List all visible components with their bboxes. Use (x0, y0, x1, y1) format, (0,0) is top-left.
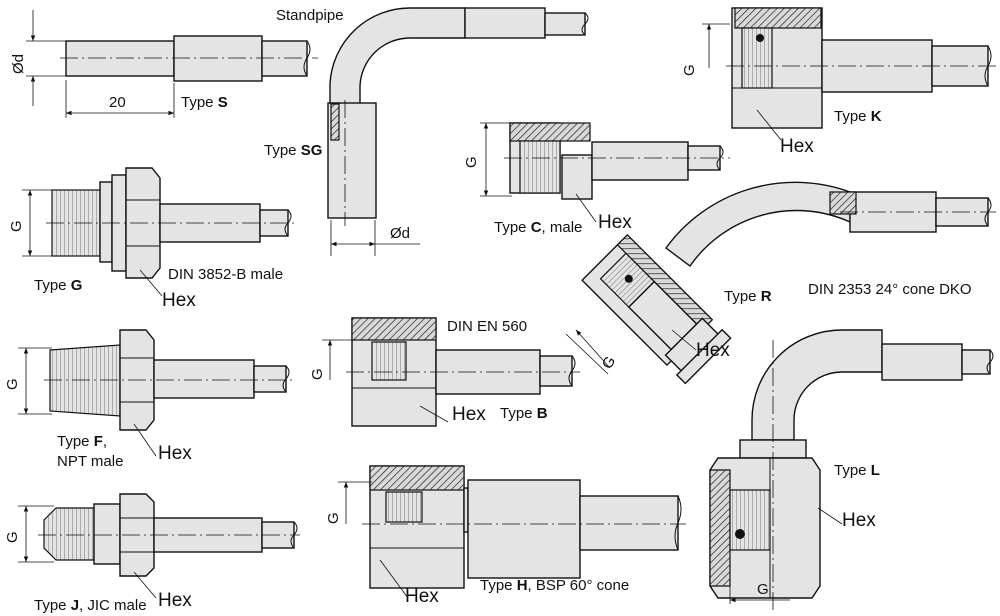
type-j-label: Type J, JIC male (34, 597, 147, 614)
type-b-label: Type B (500, 405, 548, 422)
c-thread-label: G (463, 156, 480, 168)
sg-od-dimension-label: Ød (390, 225, 410, 242)
type-l-label: Type L (834, 462, 880, 479)
type-r-label: Type R (724, 288, 772, 305)
r-hex-label: Hex (696, 340, 730, 361)
fitting-type-f: G Type F, NPT male Hex (4, 329, 294, 470)
type-h-label: Type H, BSP 60° cone (480, 577, 629, 594)
k-thread-label: G (681, 64, 698, 76)
fitting-type-c: G Type C, male Hex (463, 122, 730, 236)
din-2353-label: DIN 2353 24° cone DKO (808, 281, 972, 298)
fitting-type-g: G Type G DIN 3852-B male Hex (8, 167, 296, 311)
fitting-type-j: G Type J, JIC male Hex (4, 493, 300, 614)
type-k-label: Type K (834, 108, 882, 125)
standpipe-label: Standpipe (276, 7, 344, 24)
type-g-label: Type G (34, 277, 82, 294)
l-thread-label: G (757, 581, 769, 598)
k-hex-label: Hex (780, 136, 814, 157)
length-dimension-label: 20 (109, 94, 126, 111)
type-c-label: Type C, male (494, 219, 582, 236)
fitting-type-r: Type R DIN 2353 24° cone DKO Hex G (565, 181, 996, 385)
type-f-label: Type F, (57, 433, 107, 450)
din-3852-label: DIN 3852-B male (168, 266, 283, 283)
fitting-type-k: G Type K Hex (681, 7, 996, 157)
fitting-type-s: Ød 20 Type S (10, 10, 318, 118)
b-hex-label: Hex (452, 404, 486, 425)
j-hex-label: Hex (158, 590, 192, 611)
fitting-type-b: DIN EN 560 G Hex Type B (309, 317, 580, 427)
h-hex-label: Hex (405, 586, 439, 607)
j-thread-label: G (4, 531, 21, 543)
b-thread-label: G (309, 368, 326, 380)
f-hex-label: Hex (158, 443, 192, 464)
fitting-type-sg: Standpipe Type SG Ød (264, 7, 589, 256)
type-sg-label: Type SG (264, 142, 322, 159)
din-en-560-label: DIN EN 560 (447, 318, 527, 335)
type-s-label: Type S (181, 94, 228, 111)
f-thread-label: G (4, 378, 21, 390)
h-thread-label: G (325, 512, 342, 524)
npt-male-label: NPT male (57, 453, 123, 470)
fitting-type-l: Type L Hex G (709, 329, 994, 610)
fitting-type-h: G Type H, BSP 60° cone Hex (325, 465, 686, 607)
c-hex-label: Hex (598, 212, 632, 233)
g-thread-label: G (8, 220, 25, 232)
r-thread-label: G (599, 353, 620, 372)
g-hex-label: Hex (162, 290, 196, 311)
od-dimension-label: Ød (10, 54, 27, 74)
l-hex-label: Hex (842, 510, 876, 531)
